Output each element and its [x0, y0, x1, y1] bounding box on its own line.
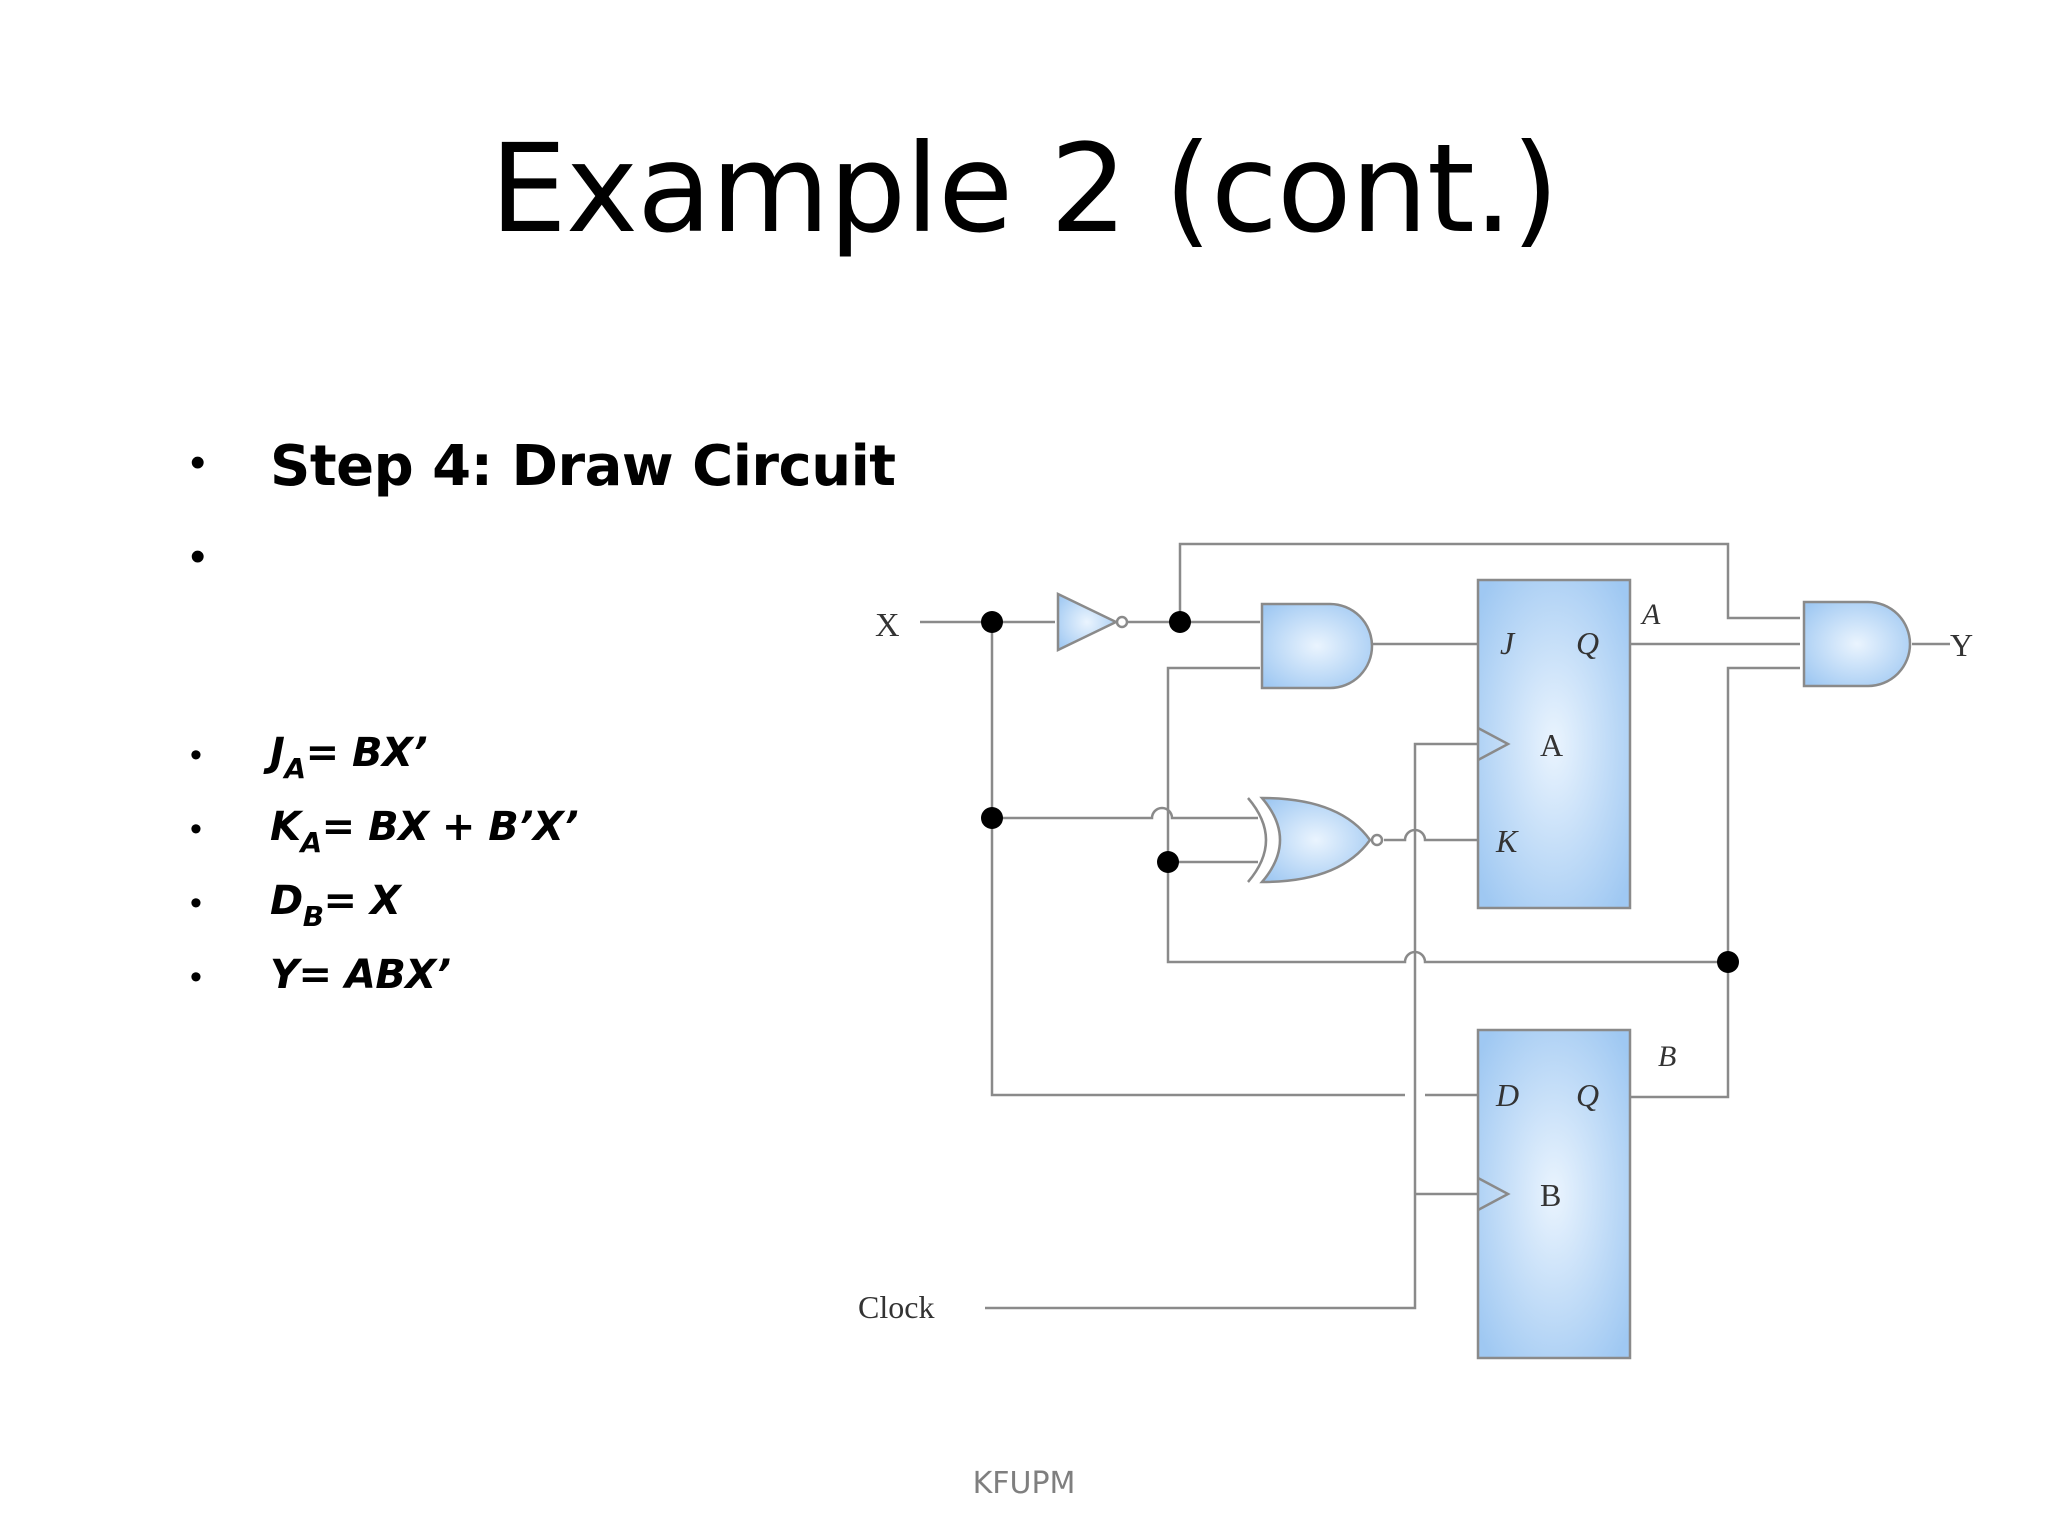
label-ff-b-d: D	[1495, 1077, 1519, 1113]
label-ff-a-name: A	[1540, 727, 1563, 763]
flip-flop-b	[1476, 1028, 1632, 1360]
and-gate-ja	[1260, 602, 1374, 690]
eq-rhs: = BX + B’X’	[321, 804, 579, 850]
wire-xbar-to-and2	[1178, 542, 1800, 622]
eq-sub: A	[284, 752, 306, 785]
wire-xnor-to-k	[1384, 828, 1478, 842]
bullet-dot: •	[190, 532, 206, 581]
footer: KFUPM	[972, 1466, 1076, 1501]
wires	[920, 542, 1950, 1310]
eq-lhs: D	[270, 878, 303, 924]
label-output-a: A	[1640, 598, 1661, 631]
wire-x-to-xnor	[992, 806, 1258, 820]
eq-rhs: = ABX’	[298, 952, 451, 998]
xnor-gate-ka	[1247, 796, 1384, 884]
not-gate	[1056, 592, 1129, 652]
wire-qb	[1630, 666, 1800, 1099]
label-ff-a-k: K	[1495, 823, 1519, 859]
bullet-dot: •	[190, 810, 202, 848]
eq-lhs: Y	[270, 952, 299, 998]
label-y-output: Y	[1950, 627, 1973, 663]
bullet-dot: •	[190, 736, 202, 774]
flip-flop-a	[1476, 578, 1632, 910]
slide-title: Example 2 (cont.)	[489, 118, 1559, 260]
eq-rhs: = BX’	[305, 730, 428, 776]
bullet-dot: •	[190, 884, 202, 922]
label-x-input: X	[875, 607, 900, 644]
and-gate-y	[1802, 600, 1912, 688]
label-ff-b-q: Q	[1576, 1077, 1599, 1113]
bullet-dot: •	[190, 958, 202, 996]
step-heading: Step 4: Draw Circuit	[270, 434, 896, 499]
eq-lhs: J	[270, 730, 285, 776]
wire-clock	[985, 742, 1478, 1310]
label-output-b: B	[1658, 1040, 1676, 1073]
junction-nodes	[981, 611, 1739, 973]
eq-sub: B	[302, 900, 324, 933]
label-ff-b-name: B	[1540, 1177, 1561, 1213]
bullet-dot: •	[190, 438, 206, 487]
label-ff-a-q: Q	[1576, 625, 1599, 661]
eq-sub: A	[300, 826, 323, 859]
label-clock: Clock	[858, 1289, 934, 1325]
wire-x-to-d	[990, 622, 1405, 1097]
eq-lhs: K	[270, 804, 301, 850]
label-ff-a-j: J	[1500, 625, 1516, 661]
wire-b-loop	[1166, 666, 1728, 964]
equation-y: • Y = ABX’	[190, 952, 451, 998]
eq-rhs: = X	[323, 878, 401, 924]
